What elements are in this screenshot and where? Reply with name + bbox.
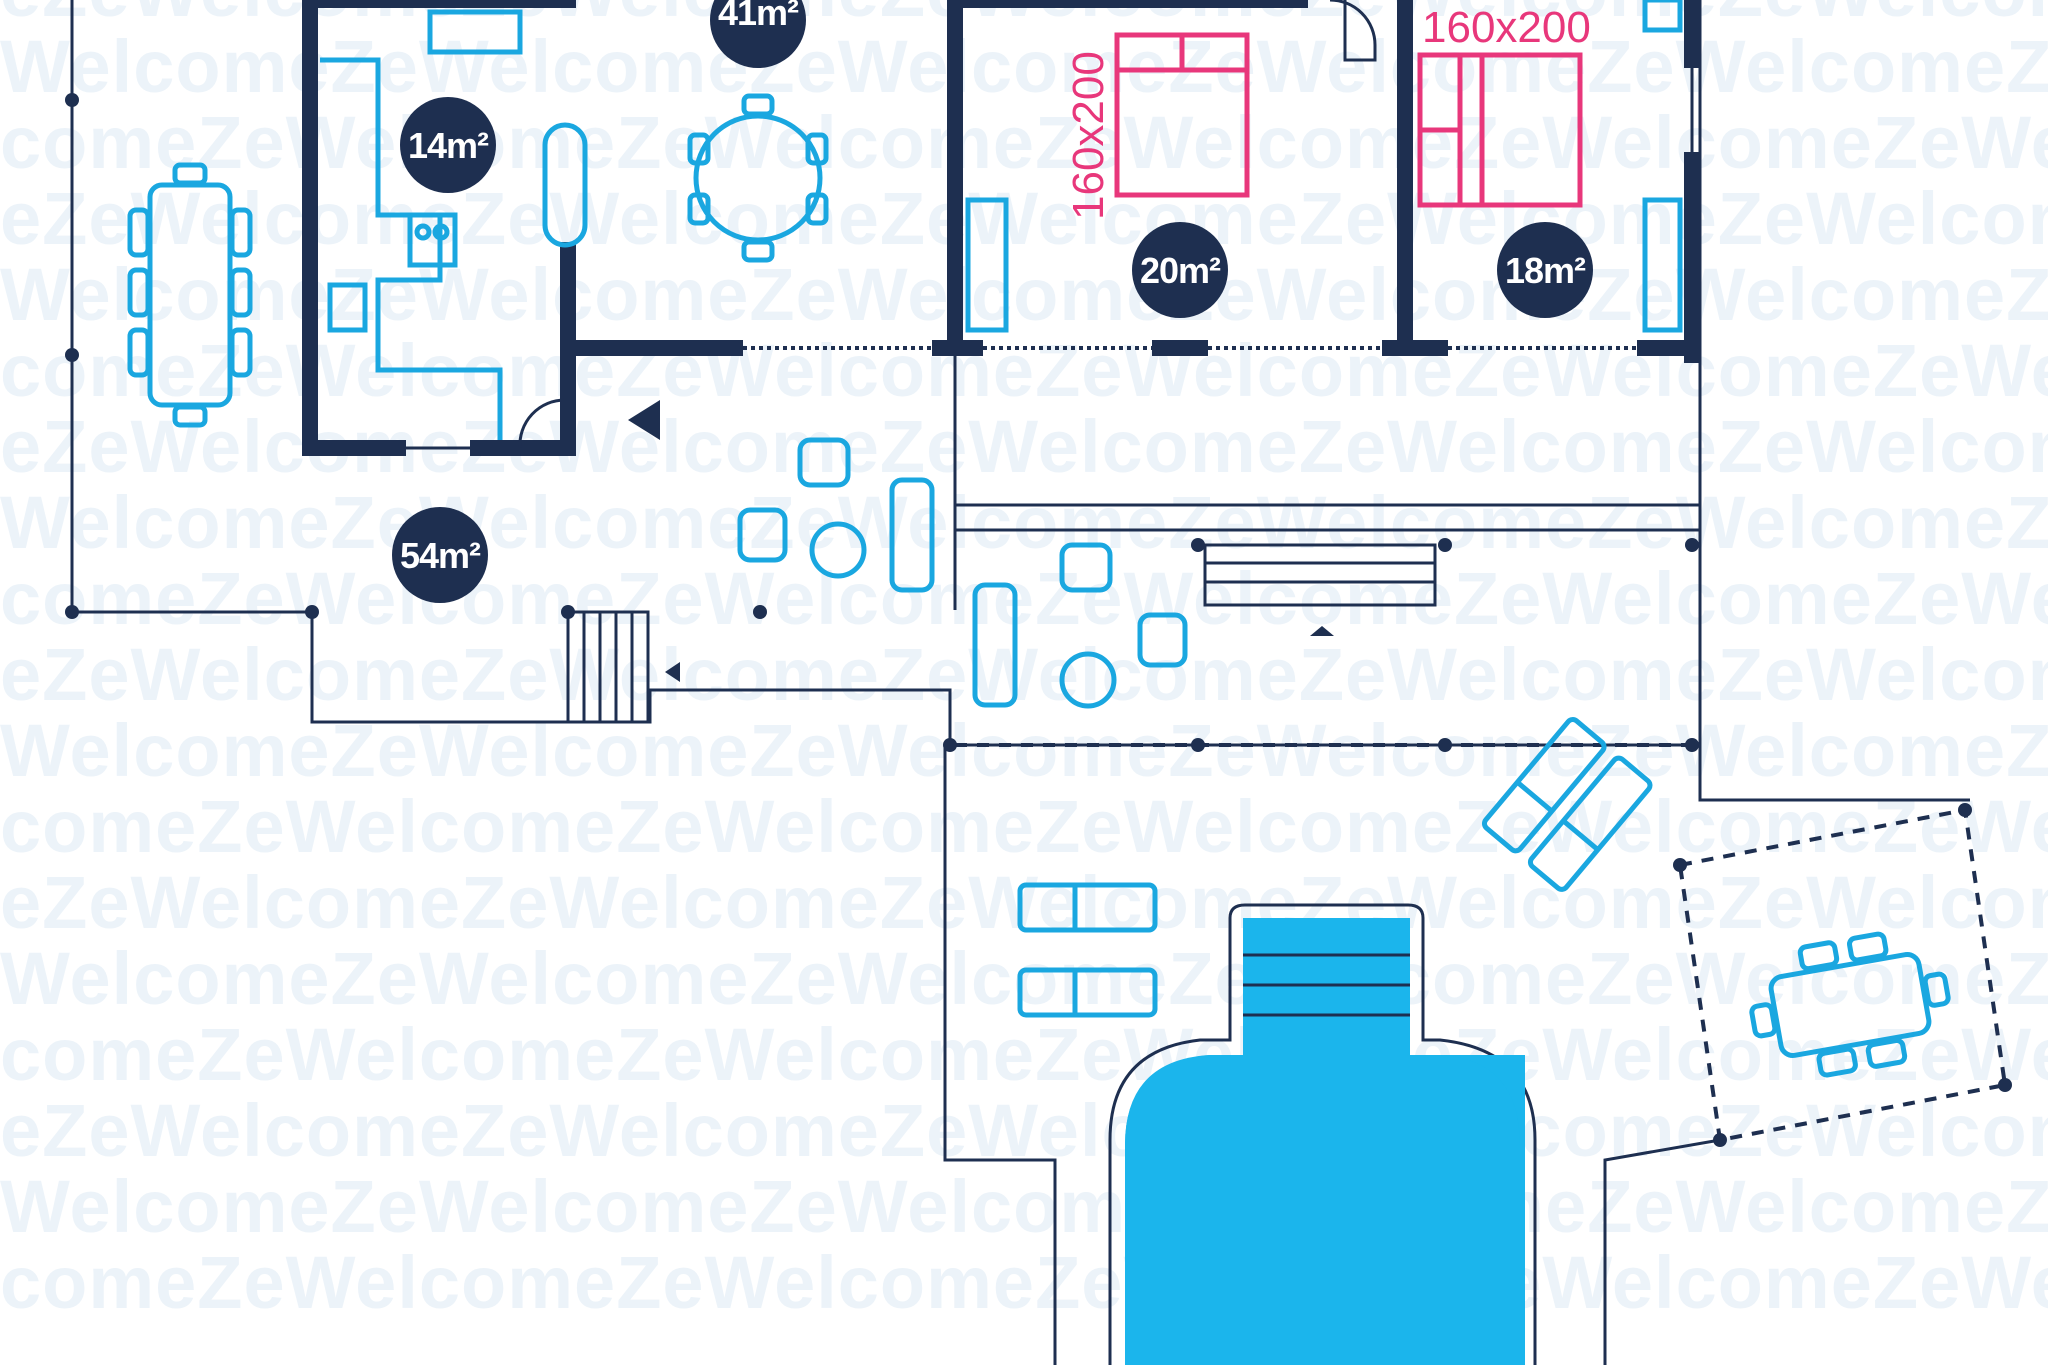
sun-loungers: [1017, 717, 1653, 1018]
watermark-row: WelcomeZeWelcomeZeWelcomeZeWelcomeZeWelc…: [0, 253, 2048, 336]
lounge-set-2: [972, 542, 1188, 709]
watermark-row: comeZeWelcomeZeWelcomeZeWelcomeZeWelcome…: [0, 101, 2048, 184]
lounge-set-1: [737, 437, 935, 593]
bed-bedroom1: [1114, 32, 1250, 198]
area-label-terrace: 54m²: [400, 535, 481, 576]
area-label-bedroom2: 18m²: [1505, 250, 1586, 291]
watermark-row: eZeWelcomeZeWelcomeZeWelcomeZeWelcomeZeW…: [0, 177, 2048, 260]
watermark-row: comeZeWelcomeZeWelcomeZeWelcomeZeWelcome…: [0, 329, 2048, 412]
pergola-dining-table: [1749, 931, 1951, 1078]
swimming-pool: [1108, 903, 1537, 1365]
area-badge-terrace: 54m²: [392, 507, 488, 603]
stove-icon: [407, 212, 458, 268]
area-badge-bedroom2: 18m²: [1497, 222, 1593, 318]
area-badge-kitchen: 14m²: [400, 97, 496, 193]
watermark-row: comeZeWelcomeZeWelcomeZeWelcomeZeWelcome…: [0, 557, 2048, 640]
kitchen-units: [320, 9, 588, 440]
sink-icon: [327, 282, 368, 333]
watermark-row: WelcomeZeWelcomeZeWelcomeZeWelcomeZeWelc…: [0, 709, 2048, 792]
watermark-row: eZeWelcomeZeWelcomeZeWelcomeZeWelcomeZeW…: [0, 1089, 2048, 1172]
watermark-row: comeZeWelcomeZeWelcomeZeWelcomeZeWelcome…: [0, 1241, 2048, 1324]
watermark-row: eZeWelcomeZeWelcomeZeWelcomeZeWelcomeZeW…: [0, 633, 2048, 716]
area-badge-bedroom1: 20m²: [1132, 222, 1228, 318]
bed-size-label-bedroom2: 160x200: [1422, 3, 1591, 52]
pergola: [955, 743, 2008, 1143]
wardrobes: [965, 0, 1683, 333]
watermark-row: WelcomeZeWelcomeZeWelcomeZeWelcomeZeWelc…: [0, 937, 2048, 1020]
round-dining-table: [687, 93, 829, 263]
kitchen-bar: [542, 122, 588, 248]
bed-bedroom2: [1417, 52, 1583, 208]
watermark-row: WelcomeZeWelcomeZeWelcomeZeWelcomeZeWelc…: [0, 25, 2048, 108]
columns: [65, 93, 2012, 1147]
watermark-row: comeZeWelcomeZeWelcomeZeWelcomeZeWelcome…: [0, 785, 2048, 868]
terrace-dining-table: [127, 162, 253, 428]
bed-size-label-bedroom1: 160x200: [1064, 51, 1113, 220]
watermark-row: WelcomeZeWelcomeZeWelcomeZeWelcomeZeWelc…: [0, 481, 2048, 564]
area-badge-living: 41m²: [710, 0, 806, 68]
watermark-row: comeZeWelcomeZeWelcomeZeWelcomeZeWelcome…: [0, 1013, 2048, 1096]
watermark-row: WelcomeZeWelcomeZeWelcomeZeWelcomeZeWelc…: [0, 1165, 2048, 1248]
area-label-bedroom1: 20m²: [1140, 250, 1221, 291]
area-label-kitchen: 14m²: [408, 125, 489, 166]
area-label-living: 41m²: [718, 0, 799, 33]
walls: [302, 0, 1700, 456]
